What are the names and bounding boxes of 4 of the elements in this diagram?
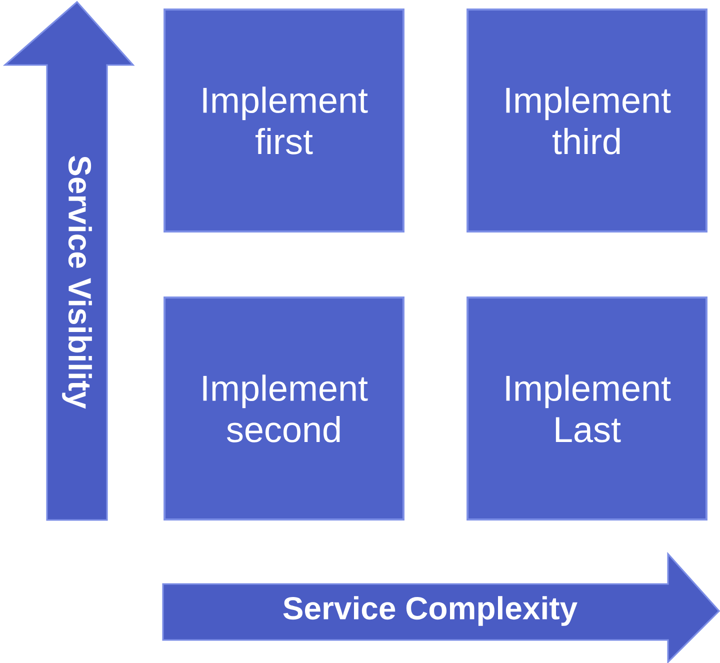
task-box: Implement second <box>164 296 404 520</box>
task-box: Implement Last <box>466 296 708 520</box>
task-box: Implement first <box>164 8 404 232</box>
task-box: Implement third <box>466 8 708 232</box>
